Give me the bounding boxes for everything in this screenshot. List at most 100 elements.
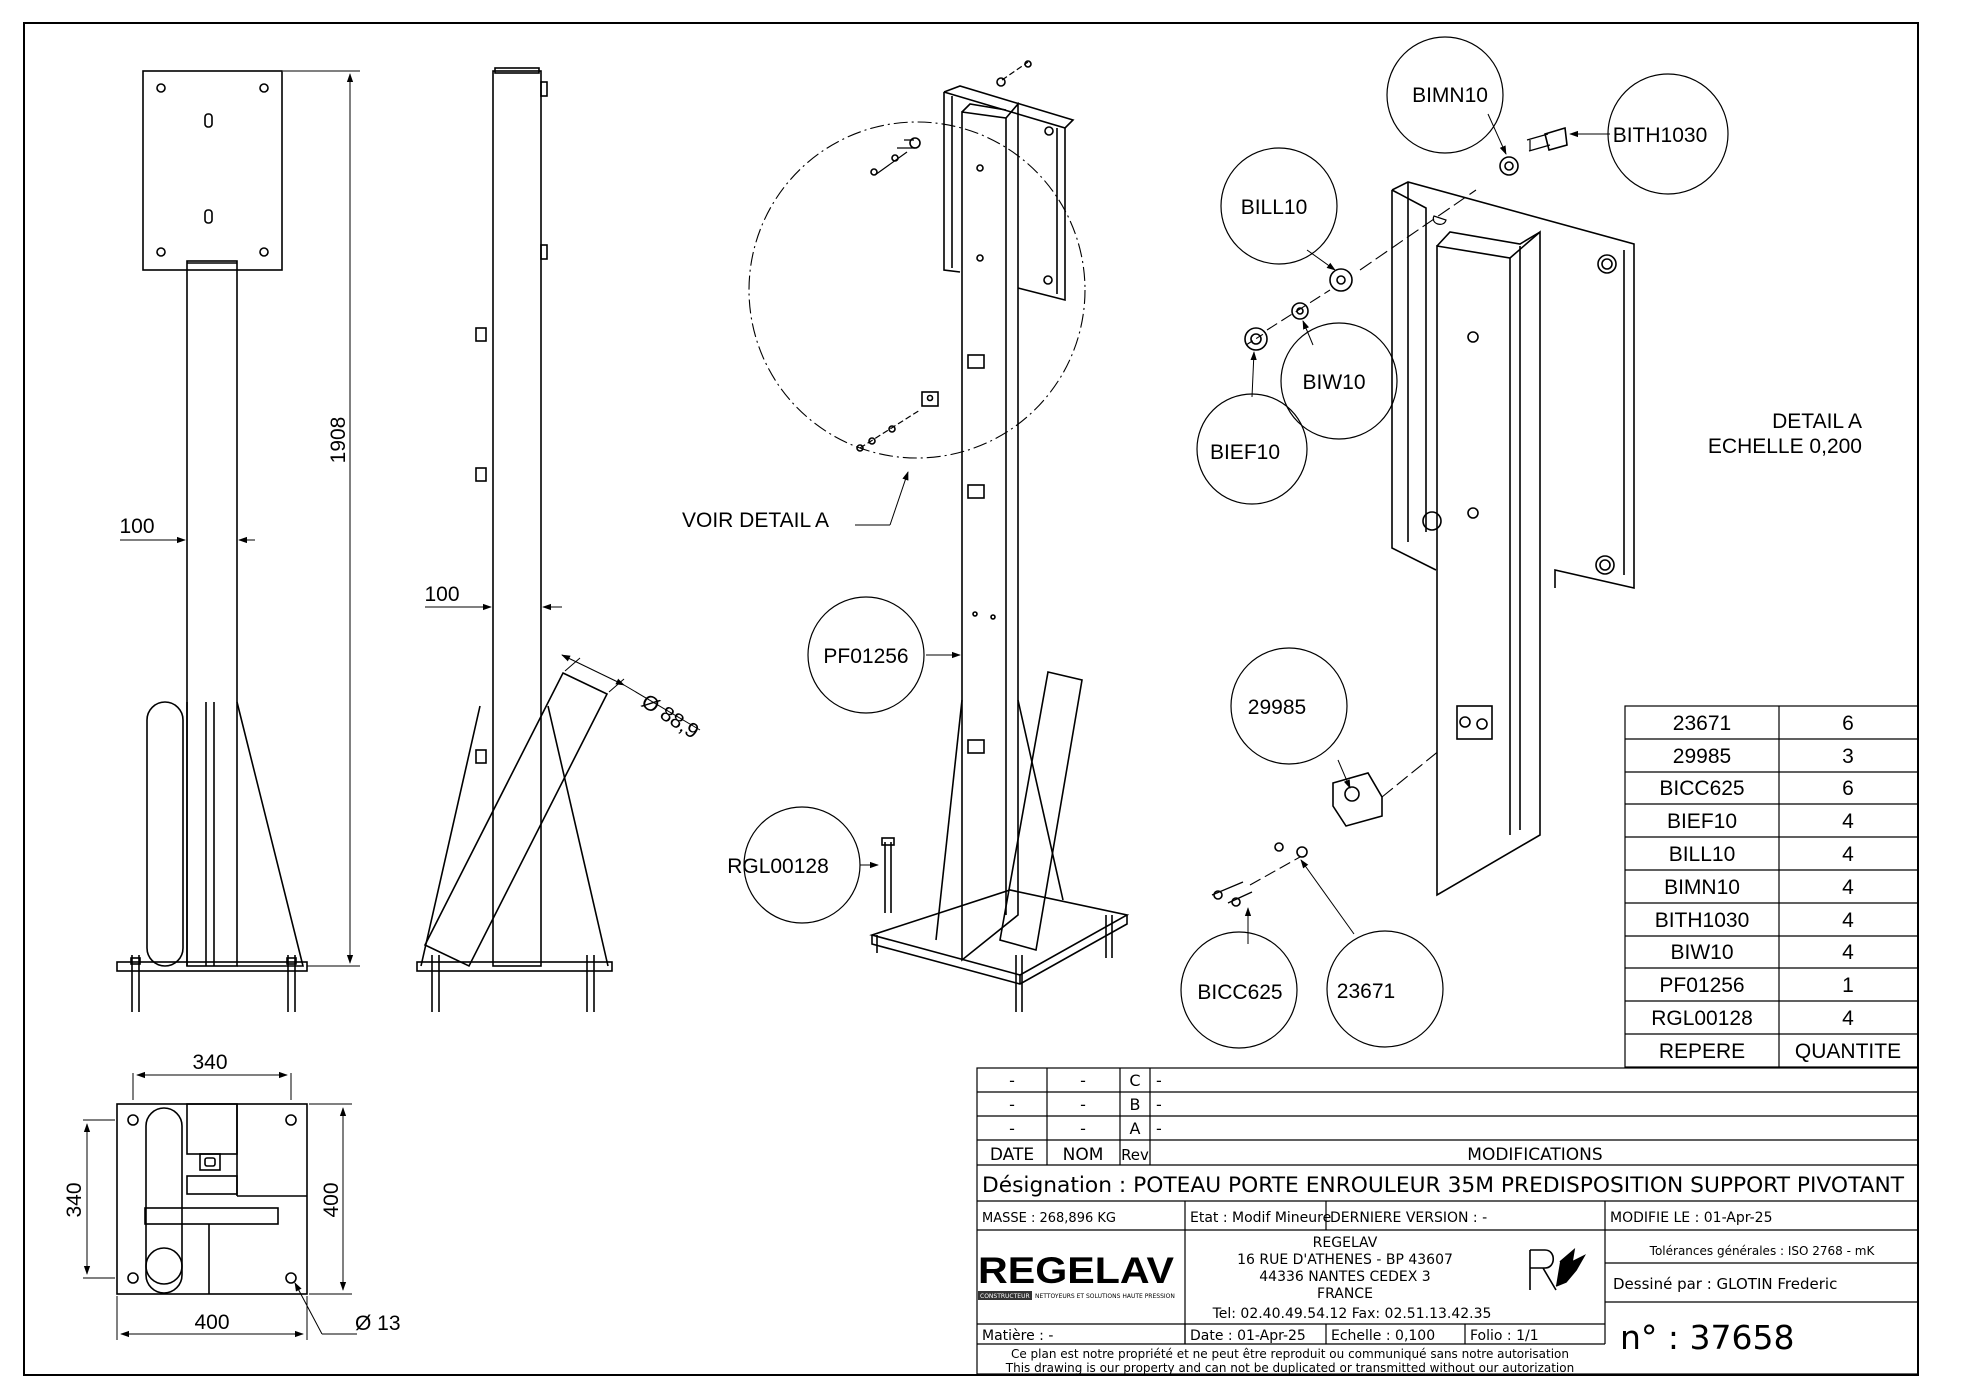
iso-view — [748, 60, 1130, 1012]
svg-text:29985: 29985 — [1248, 696, 1306, 719]
svg-text:QUANTITE: QUANTITE — [1795, 1040, 1901, 1063]
svg-text:4: 4 — [1842, 810, 1854, 833]
col-date: DATE — [990, 1145, 1034, 1165]
phones: Tel: 02.40.49.54.12 Fax: 02.51.13.42.35 — [1212, 1306, 1492, 1322]
top-width-bottom-dim: 400 — [194, 1311, 229, 1334]
svg-text:BIMN10: BIMN10 — [1664, 876, 1740, 899]
svg-text:BIW10: BIW10 — [1302, 371, 1365, 394]
svg-text:BITH1030: BITH1030 — [1655, 909, 1750, 932]
front-side-tube — [146, 701, 184, 967]
detail-a-view — [1211, 126, 1635, 907]
side-angled-tube — [423, 671, 609, 968]
balloon-bith1030: BITH1030 — [1607, 73, 1729, 195]
bom-row: 29985 3 — [1673, 745, 1854, 768]
side-tube-width-dim: 100 — [424, 583, 459, 606]
svg-text:BITH1030: BITH1030 — [1613, 124, 1708, 147]
col-nom: NOM — [1063, 1145, 1104, 1165]
svg-text:NETTOYEURS ET SOLUTIONS HAUTE: NETTOYEURS ET SOLUTIONS HAUTE PRESSION — [1035, 1293, 1175, 1300]
rev-mod: - — [1156, 1095, 1162, 1114]
balloon-rgl00128: RGL00128 — [727, 806, 861, 924]
balloon-bimn10: BIMN10 — [1386, 36, 1504, 154]
bom-row: BIEF10 4 — [1667, 810, 1854, 833]
svg-text:16 RUE D'ATHENES - BP 43607: 16 RUE D'ATHENES - BP 43607 — [1237, 1252, 1453, 1268]
svg-text:BICC625: BICC625 — [1659, 777, 1744, 800]
svg-text:BILL10: BILL10 — [1241, 196, 1308, 219]
dessine-par: Dessiné par : GLOTIN Frederic — [1613, 1275, 1837, 1293]
voir-detail-label: VOIR DETAIL A — [682, 509, 829, 532]
col-modifications: MODIFICATIONS — [1467, 1145, 1602, 1165]
svg-text:6: 6 — [1842, 712, 1854, 735]
tolerances: Tolérances générales : ISO 2768 - mK — [1649, 1244, 1876, 1258]
front-dimensions — [120, 70, 360, 967]
title-block: - - C - - - B - - - A - DATE NOM Rev MOD… — [976, 1067, 1919, 1375]
top-hole-diameter-dim: Ø 13 — [355, 1312, 401, 1335]
folio: Folio : 1/1 — [1470, 1328, 1539, 1344]
side-dimensions — [425, 603, 701, 731]
svg-text:4: 4 — [1842, 1007, 1854, 1030]
svg-text:CONSTRUCTEUR: CONSTRUCTEUR — [980, 1293, 1030, 1300]
side-tube-diameter-dim: Ø 88,9 — [637, 690, 702, 744]
svg-text:BIW10: BIW10 — [1670, 941, 1733, 964]
svg-text:29985: 29985 — [1673, 745, 1731, 768]
rev-date: - — [1009, 1095, 1015, 1114]
echelle: Echelle : 0,100 — [1331, 1328, 1435, 1344]
top-dimensions — [83, 1071, 357, 1340]
bom-row: BIMN10 4 — [1664, 876, 1854, 899]
svg-text:REPERE: REPERE — [1659, 1040, 1745, 1063]
balloon-29985: 29985 — [1230, 647, 1348, 765]
detail-post — [1436, 230, 1541, 897]
balloon-bicc625: BICC625 — [1180, 931, 1298, 1049]
detail-back-plate — [1391, 181, 1635, 590]
rev-nom: - — [1080, 1119, 1086, 1138]
svg-text:23671: 23671 — [1337, 980, 1395, 1003]
matiere: Matière : - — [982, 1328, 1053, 1344]
svg-text:BICC625: BICC625 — [1197, 981, 1282, 1004]
rev-date: - — [1009, 1119, 1015, 1138]
top-height-right-dim: 400 — [320, 1182, 343, 1217]
detail-title: DETAIL A — [1772, 410, 1862, 433]
detail-clamp — [1332, 772, 1383, 827]
rev-mod: - — [1156, 1119, 1162, 1138]
svg-text:4: 4 — [1842, 909, 1854, 932]
svg-text:BIEF10: BIEF10 — [1667, 810, 1737, 833]
svg-text:BIEF10: BIEF10 — [1210, 441, 1280, 464]
rev-letter: A — [1130, 1119, 1141, 1138]
svg-text:1: 1 — [1842, 974, 1854, 997]
company-address: REGELAV 16 RUE D'ATHENES - BP 43607 4433… — [1237, 1235, 1453, 1302]
side-view — [416, 67, 613, 1012]
date: Date : 01-Apr-25 — [1190, 1328, 1306, 1344]
balloon-23671: 23671 — [1326, 930, 1444, 1048]
front-tube — [186, 260, 238, 967]
front-top-plate — [142, 70, 283, 271]
svg-text:REGELAV: REGELAV — [978, 1250, 1174, 1291]
etat: Etat : Modif Mineure — [1190, 1210, 1331, 1226]
balloon-bief10: BIEF10 — [1196, 393, 1308, 505]
svg-text:3: 3 — [1842, 745, 1854, 768]
rev-letter: B — [1130, 1095, 1141, 1114]
svg-text:44336 NANTES CEDEX 3: 44336 NANTES CEDEX 3 — [1259, 1269, 1430, 1285]
top-width-top-dim: 340 — [192, 1051, 227, 1074]
footer-fr: Ce plan est notre propriété et ne peut ê… — [1011, 1347, 1569, 1361]
detail-leaders — [1244, 113, 1610, 944]
svg-text:PF01256: PF01256 — [823, 645, 908, 668]
iso-base-plate — [869, 889, 1130, 976]
detail-a-circle — [748, 121, 1086, 459]
masse: MASSE : 268,896 KG — [982, 1211, 1116, 1226]
svg-text:4: 4 — [1842, 876, 1854, 899]
bom-header: REPERE QUANTITE — [1659, 1040, 1901, 1063]
detail-scale: ECHELLE 0,200 — [1708, 435, 1862, 458]
iso-leaders — [855, 471, 961, 869]
bom-row: BITH1030 4 — [1655, 909, 1854, 932]
top-height-left-dim: 340 — [63, 1182, 86, 1217]
rev-letter: C — [1129, 1071, 1140, 1090]
derniere-version: DERNIERE VERSION : - — [1330, 1210, 1487, 1226]
col-rev: Rev — [1121, 1146, 1149, 1164]
